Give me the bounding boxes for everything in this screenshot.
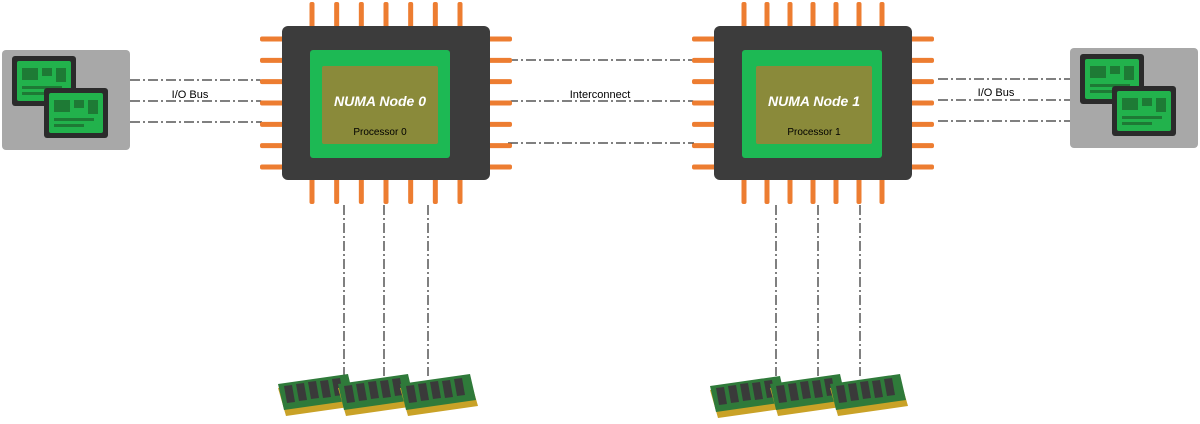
chip-pin [488,36,512,42]
chip-pin [260,36,284,42]
chip-pin [383,2,389,28]
chip-pin [334,178,340,204]
chip-pin [383,178,389,204]
processor-chip-1: NUMA Node 1 Processor 1 [692,2,934,204]
chip-pin [910,57,934,63]
chip-pin [692,36,716,42]
chip-pin [910,100,934,106]
connector-lines [130,59,1070,376]
chip-pin [741,2,747,28]
memory-bank-1 [710,374,908,418]
chip-pin [457,2,463,28]
node-title-1: NUMA Node 1 [768,93,860,109]
chip-pin [910,121,934,127]
chip-pin [764,2,770,28]
chip-pin [810,2,816,28]
chip-pin [692,100,716,106]
chip-pin [488,100,512,106]
chip-pin [787,178,793,204]
io-bus-label-left: I/O Bus [172,89,209,101]
chip-pin [910,164,934,170]
chip-pin [260,79,284,85]
chip-pin [692,121,716,127]
chip-pin [879,178,885,204]
chip-pin [910,143,934,149]
chip-pin [787,2,793,28]
node-title-0: NUMA Node 0 [334,93,426,109]
chip-pin [692,164,716,170]
chip-pin [488,143,512,149]
chip-pin [334,2,340,28]
chip-pin [260,57,284,63]
chip-pin [833,2,839,28]
interconnect-label: Interconnect [570,89,631,101]
chip-pin [408,178,414,204]
chip-pin [856,2,862,28]
chip-pin [488,57,512,63]
chip-pin [741,178,747,204]
chip-pin [457,178,463,204]
chip-pin [764,178,770,204]
chip-pin [488,79,512,85]
processor-label-0: Processor 0 [353,127,407,138]
chip-pin [432,178,438,204]
ram-module-icon [400,374,478,416]
chip-pin [260,164,284,170]
processor-label-1: Processor 1 [787,127,841,138]
io-device-panel-right [1070,48,1198,148]
chip-pin [260,100,284,106]
pcie-card-icon [1112,86,1176,136]
chip-pin [488,164,512,170]
chip-pin [692,57,716,63]
chip-pin [488,121,512,127]
chip-pin [408,2,414,28]
io-bus-label-right: I/O Bus [978,87,1015,99]
processor-chip-0: NUMA Node 0 Processor 0 [260,2,512,204]
memory-bank-0 [278,374,478,416]
io-device-panel-left [2,50,130,150]
chip-pin [833,178,839,204]
chip-pin [260,121,284,127]
pcie-card-icon [44,88,108,138]
chip-pin [309,2,315,28]
chip-pin [910,36,934,42]
chip-pin [358,178,364,204]
chip-pin [358,2,364,28]
chip-pin [432,2,438,28]
chip-pin [692,143,716,149]
chip-pin [309,178,315,204]
chip-pin [810,178,816,204]
chip-pin [692,79,716,85]
chip-pin [879,2,885,28]
chip-pin [260,143,284,149]
chip-pin [856,178,862,204]
ram-module-icon [830,374,908,416]
chip-pin [910,79,934,85]
